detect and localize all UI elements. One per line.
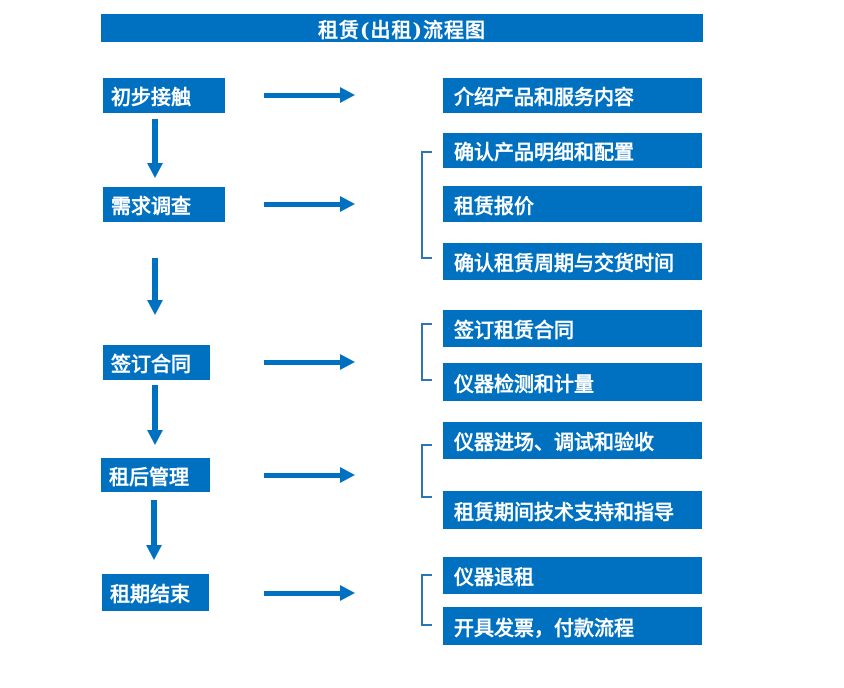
right-arrow-1 (264, 87, 355, 103)
step-box-initial-contact: 初步接触 (103, 78, 225, 113)
right-arrow-2 (264, 196, 355, 212)
detail-box-confirm-product-config: 确认产品明细和配置 (443, 133, 702, 168)
detail-box-sign-rental-contract: 签订租赁合同 (443, 310, 702, 347)
detail-box-introduce-products: 介绍产品和服务内容 (443, 78, 702, 113)
right-arrow-3 (264, 354, 355, 370)
step-box-sign-contract: 签订合同 (103, 345, 210, 380)
group-bracket-demand-survey (421, 151, 432, 259)
step-box-lease-end: 租期结束 (102, 574, 209, 611)
group-bracket-sign-contract (421, 323, 432, 381)
group-bracket-lease-end (421, 574, 432, 626)
down-arrow-4 (146, 500, 162, 560)
detail-box-invoice-payment: 开具发票，付款流程 (443, 607, 702, 645)
detail-box-instrument-testing: 仪器检测和计量 (443, 363, 702, 401)
detail-box-instrument-return: 仪器退租 (443, 557, 702, 594)
down-arrow-2 (147, 258, 163, 315)
right-arrow-5 (264, 585, 355, 601)
group-bracket-post-rental (421, 444, 432, 498)
right-arrow-4 (264, 467, 355, 483)
detail-box-tech-support: 租赁期间技术支持和指导 (443, 491, 702, 529)
step-box-post-rental-management: 租后管理 (101, 458, 210, 492)
flowchart-title: 租赁(出租)流程图 (101, 14, 703, 42)
down-arrow-3 (147, 385, 163, 445)
step-box-demand-survey: 需求调查 (103, 187, 225, 222)
detail-box-rental-quotation: 租赁报价 (443, 186, 702, 222)
detail-box-confirm-period-delivery: 确认租赁周期与交货时间 (443, 243, 702, 280)
detail-box-instrument-setup-acceptance: 仪器进场、调试和验收 (443, 422, 702, 459)
down-arrow-1 (147, 119, 163, 178)
